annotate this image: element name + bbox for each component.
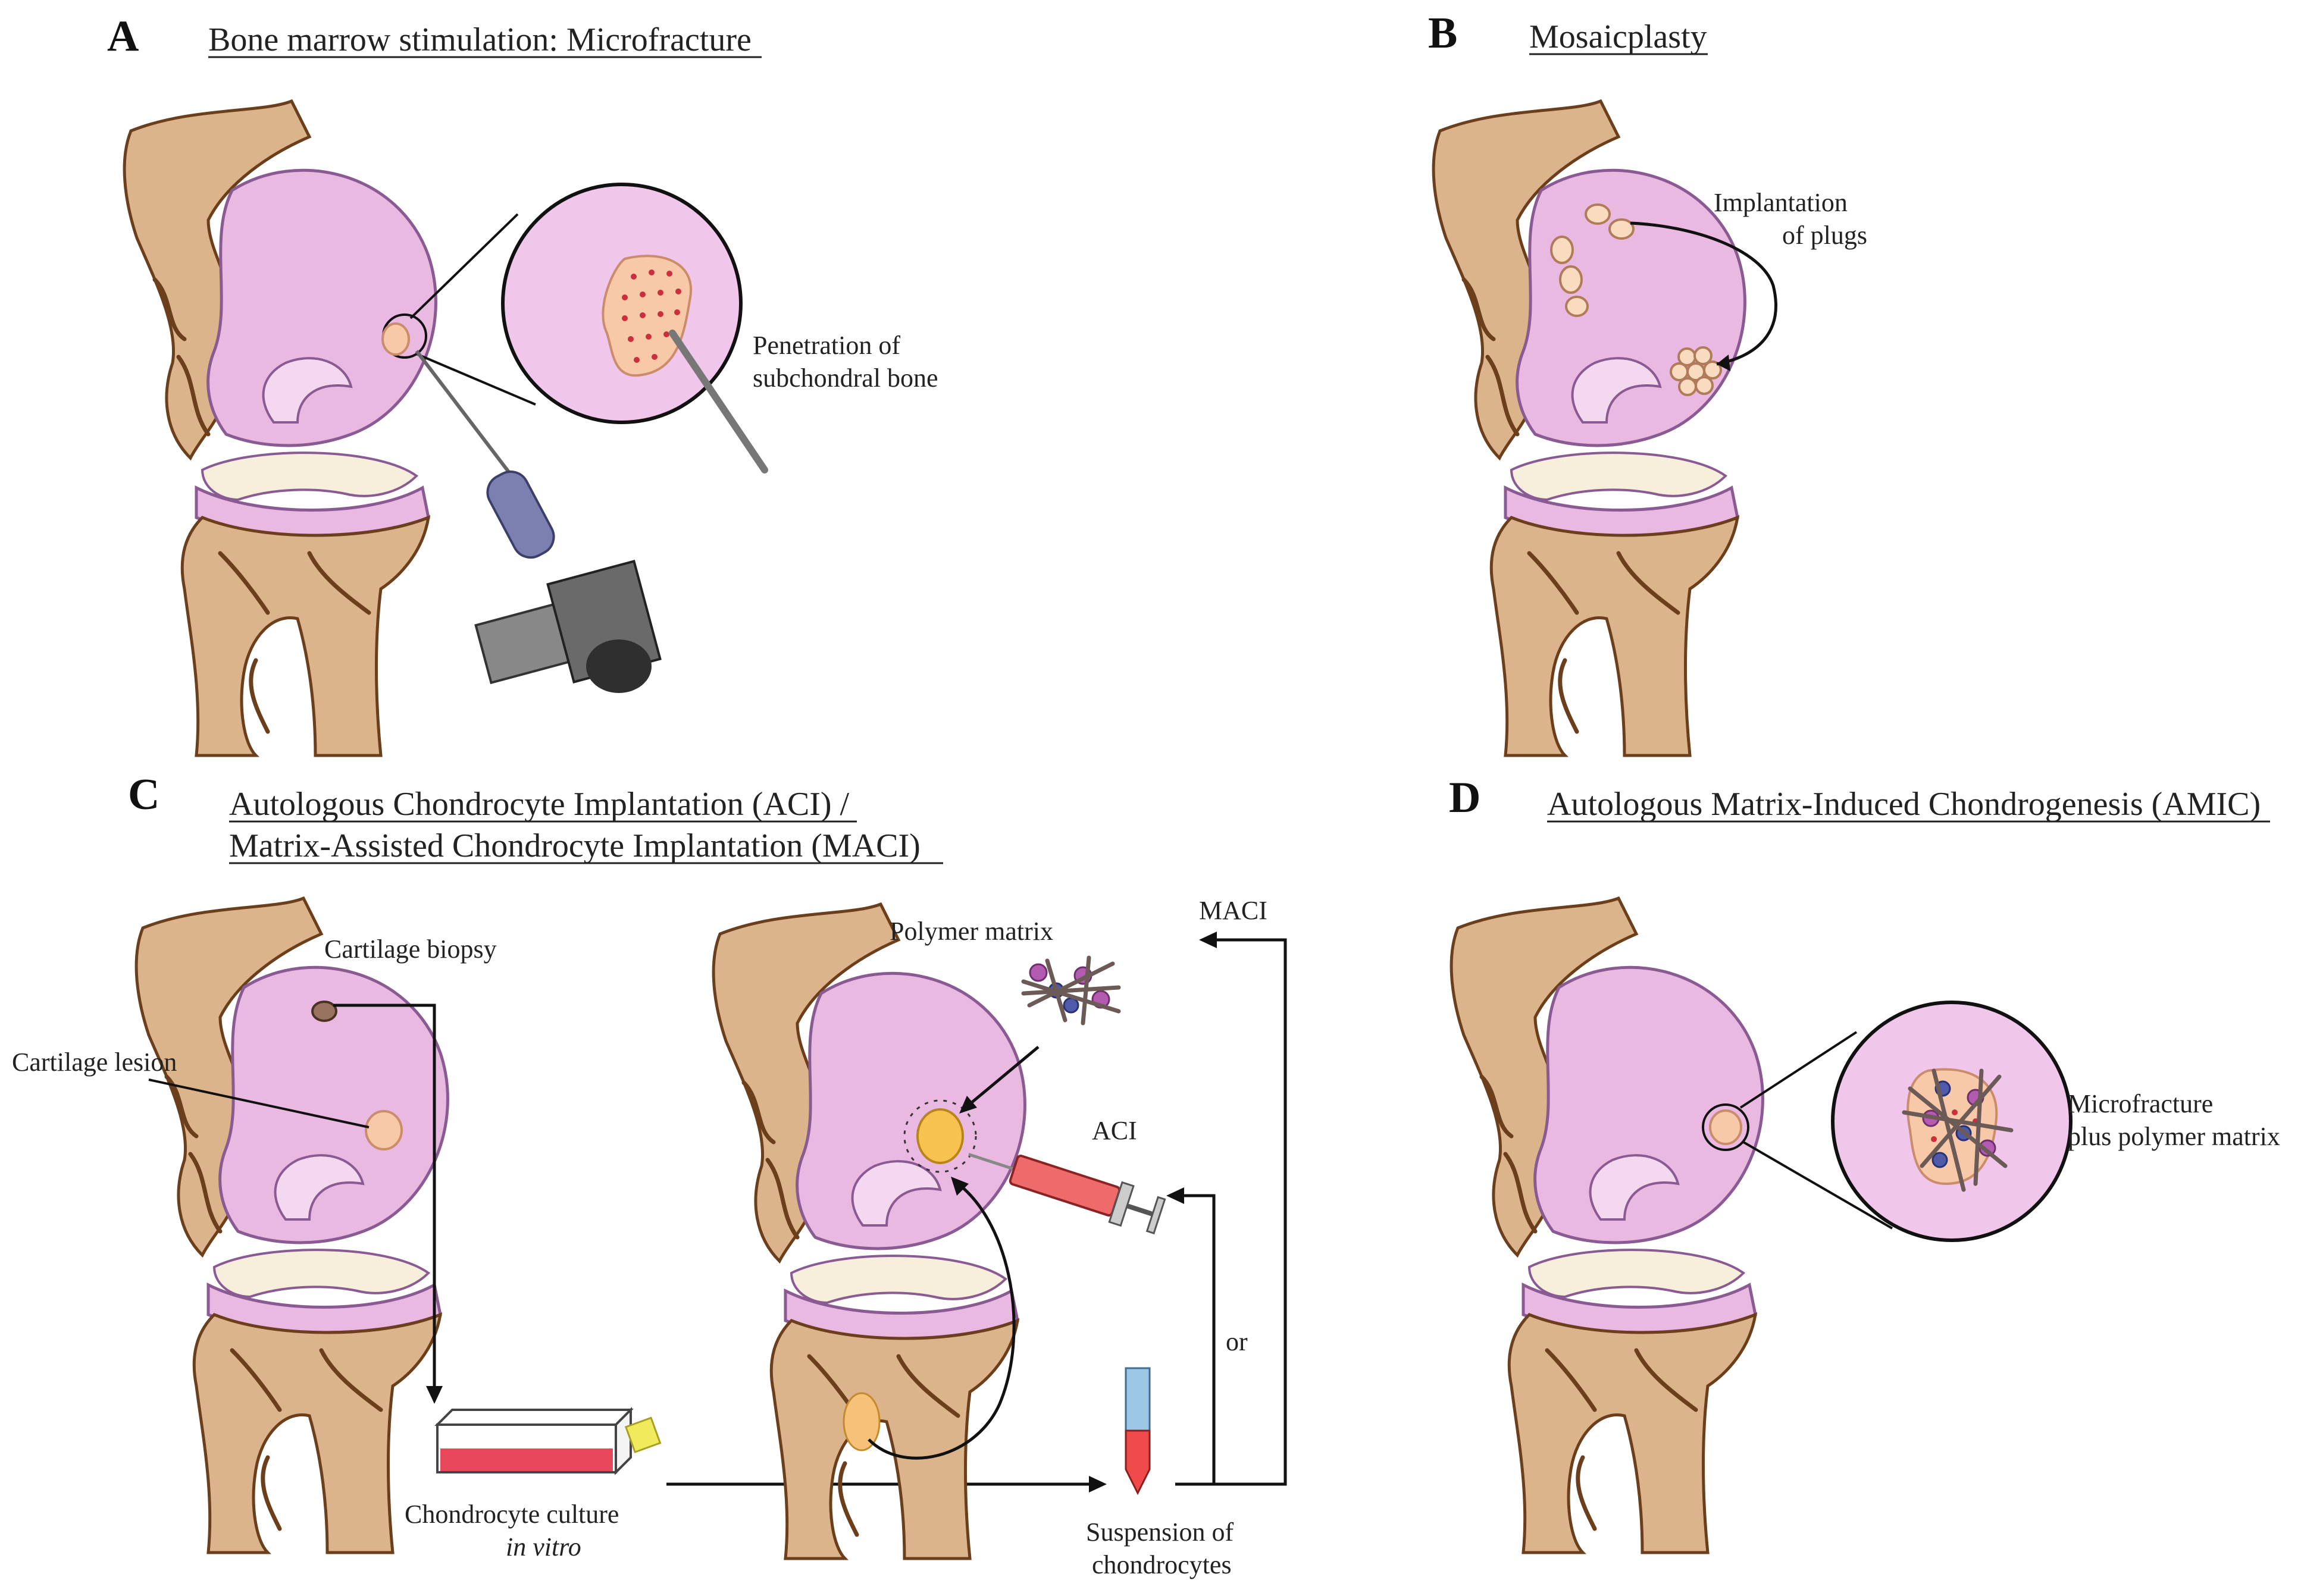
maci-arrow xyxy=(1175,938,1287,1486)
awl-handle-icon xyxy=(486,470,555,559)
panel-b-title: Mosaicplasty xyxy=(1529,18,1707,55)
penetration-label-line2: subchondral bone xyxy=(753,363,938,393)
arrowhead xyxy=(951,1177,969,1196)
knee-illustration-b xyxy=(1433,101,1745,755)
panel-c: C Autologous Chondrocyte Implantation (A… xyxy=(12,770,1287,1579)
panel-a: A Bone marrow stimulation: Microfracture… xyxy=(107,12,938,755)
arrowhead xyxy=(959,1096,977,1114)
implantation-label-line1: Implantation xyxy=(1714,188,1848,217)
biopsy-site xyxy=(311,1001,337,1022)
knee-illustration-c-right xyxy=(713,904,1025,1559)
panel-d: D Autologous Matrix-Induced Chondrogenes… xyxy=(1449,773,2280,1553)
zoom-line xyxy=(416,353,536,406)
syringe-icon xyxy=(968,1153,1166,1235)
penetration-label-line1: Penetration of xyxy=(753,331,900,360)
culture-flask-icon xyxy=(434,1407,662,1475)
awl-shaft xyxy=(415,350,514,477)
panel-a-letter: A xyxy=(107,12,139,61)
mallet-icon xyxy=(474,560,662,693)
cell-pellet xyxy=(843,1392,881,1451)
cartilage-lesion xyxy=(365,1110,403,1150)
implantation-label-line2: of plugs xyxy=(1782,221,1867,250)
polymer-matrix-label: Polymer matrix xyxy=(890,917,1053,946)
panel-a-title: Bone marrow stimulation: Microfracture xyxy=(208,21,752,58)
implanted-plugs xyxy=(1670,346,1722,396)
matrix-over-microfracture xyxy=(1902,1068,2014,1192)
panel-b-letter: B xyxy=(1428,9,1457,58)
aci-arrow xyxy=(1175,1194,1216,1484)
knee-illustration-d xyxy=(1451,898,1762,1553)
arrowhead xyxy=(1717,355,1730,371)
arrowhead xyxy=(1199,932,1217,948)
or-label: or xyxy=(1226,1327,1248,1356)
culture-label: Chondrocyte culture xyxy=(405,1500,619,1529)
panel-d-letter: D xyxy=(1449,773,1480,822)
panel-c-letter: C xyxy=(128,770,159,819)
polymer-matrix-icon xyxy=(1021,955,1121,1026)
arrowhead xyxy=(426,1386,443,1404)
amic-label-line2: plus polymer matrix xyxy=(2068,1122,2280,1151)
panel-c-title-line2: Matrix-Assisted Chondrocyte Implantation… xyxy=(229,827,921,864)
knee-illustration-c-left xyxy=(136,898,447,1553)
lesion-label: Cartilage lesion xyxy=(12,1048,177,1077)
suspension-tube-icon xyxy=(1125,1367,1151,1495)
arrowhead xyxy=(1089,1476,1107,1492)
maci-label: MACI xyxy=(1199,896,1267,925)
panel-b: B Mosaicplasty Implantation of plugs xyxy=(1428,9,1867,755)
arrowhead xyxy=(1166,1187,1184,1204)
culture-sublabel: in vitro xyxy=(506,1532,581,1561)
lesion-marker xyxy=(1702,1103,1749,1151)
lesion-pointer xyxy=(148,1078,370,1128)
magnified-lesion xyxy=(602,255,693,377)
panel-c-title-line1: Autologous Chondrocyte Implantation (ACI… xyxy=(229,786,850,823)
matrix-arrow xyxy=(966,1046,1040,1108)
awl-icon xyxy=(669,330,768,474)
zoom-line xyxy=(409,213,519,319)
amic-lesion xyxy=(1709,1109,1742,1145)
suspension-label-line1: Suspension of xyxy=(1086,1517,1234,1547)
donor-plugs xyxy=(1550,203,1635,317)
zoom-line xyxy=(1739,1031,1858,1109)
microfracture-lesion xyxy=(381,322,410,356)
amic-label-line1: Microfracture xyxy=(2068,1089,2213,1118)
implant-site-outline xyxy=(903,1099,977,1173)
microfracture-holes xyxy=(622,269,681,363)
implant-site xyxy=(916,1108,964,1164)
knee-illustration-a xyxy=(124,101,436,755)
suspension-label-line2: chondrocytes xyxy=(1092,1550,1232,1579)
panel-d-title: Autologous Matrix-Induced Chondrogenesis… xyxy=(1547,786,2261,823)
zoom-line xyxy=(1742,1141,1893,1230)
pellet-arrow xyxy=(868,1183,1016,1460)
implantation-arrow xyxy=(1630,221,1777,366)
biopsy-label: Cartilage biopsy xyxy=(324,935,497,964)
aci-label: ACI xyxy=(1092,1116,1137,1145)
biopsy-arrow xyxy=(333,1004,436,1395)
